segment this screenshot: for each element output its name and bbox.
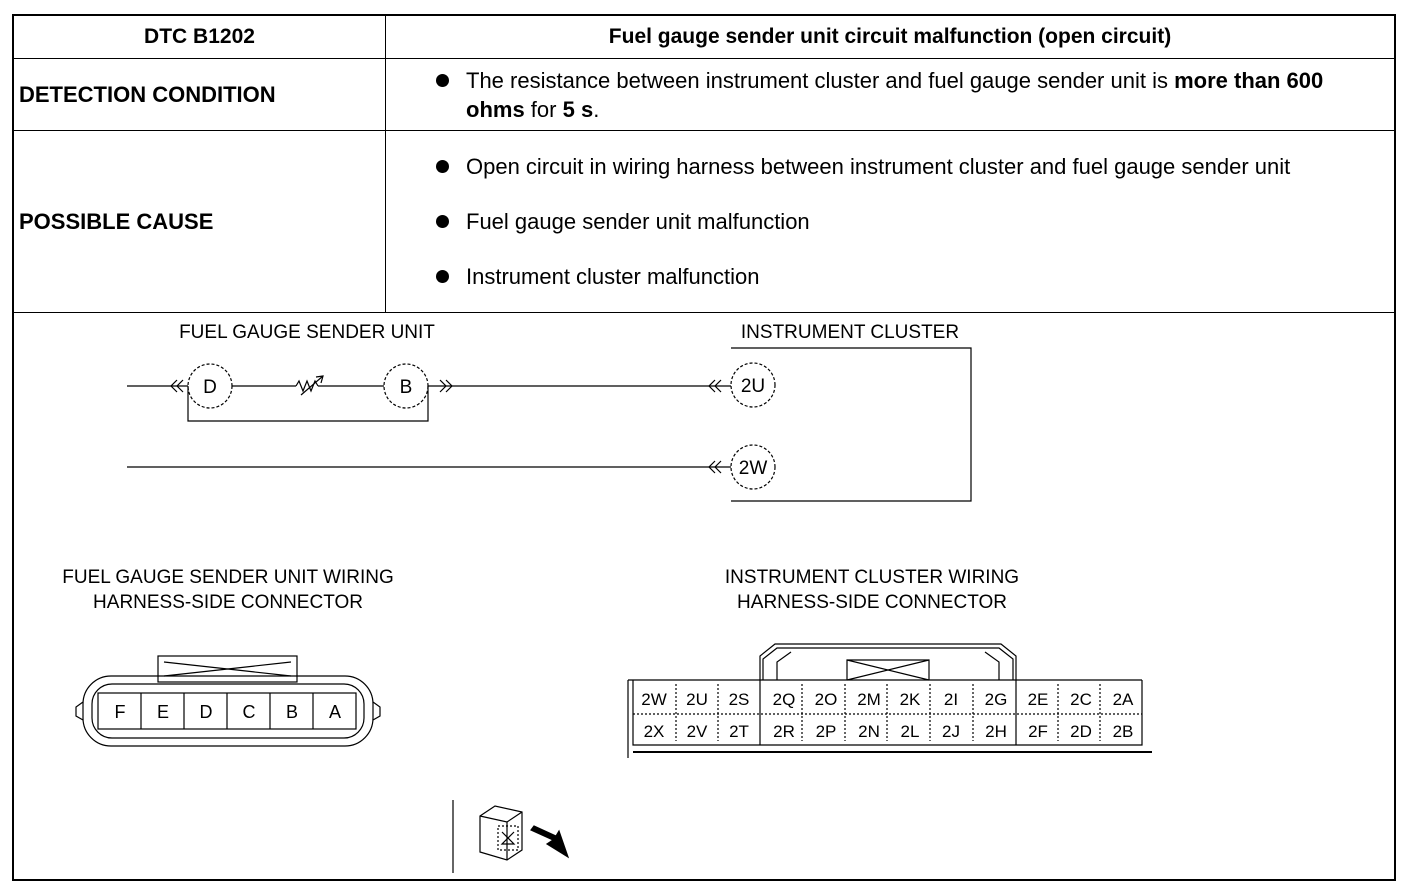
detection-condition-label: DETECTION CONDITION	[14, 58, 386, 131]
possible-cause-item: Instrument cluster malfunction	[430, 262, 1364, 291]
dtc-table: DTC B1202 Fuel gauge sender unit circuit…	[14, 16, 1394, 313]
detection-condition-list: The resistance between instrument cluste…	[386, 66, 1394, 124]
possible-cause-list: Open circuit in wiring harness between i…	[386, 152, 1394, 291]
detection-text-mid: for	[524, 96, 563, 122]
detection-threshold: more than 600 ohms	[466, 67, 1324, 122]
detection-condition-row: DETECTION CONDITION The resistance betwe…	[14, 58, 1394, 131]
dtc-title: Fuel gauge sender unit circuit malfuncti…	[385, 16, 1394, 59]
possible-cause-item: Fuel gauge sender unit malfunction	[430, 207, 1364, 236]
detection-condition-cell: The resistance between instrument cluste…	[385, 58, 1394, 131]
detection-condition-item: The resistance between instrument cluste…	[430, 66, 1334, 124]
detection-text: The resistance between instrument cluste…	[466, 67, 1175, 93]
possible-cause-label: POSSIBLE CAUSE	[14, 130, 386, 313]
possible-cause-cell: Open circuit in wiring harness between i…	[385, 130, 1394, 313]
detection-text-end: .	[593, 96, 600, 122]
dtc-code: DTC B1202	[14, 16, 386, 59]
possible-cause-item: Open circuit in wiring harness between i…	[430, 152, 1364, 181]
detection-duration: 5 s	[562, 96, 594, 122]
dtc-header-row: DTC B1202 Fuel gauge sender unit circuit…	[14, 16, 1394, 59]
possible-cause-row: POSSIBLE CAUSE Open circuit in wiring ha…	[14, 130, 1394, 313]
dtc-sheet: DTC B1202 Fuel gauge sender unit circuit…	[12, 14, 1396, 881]
